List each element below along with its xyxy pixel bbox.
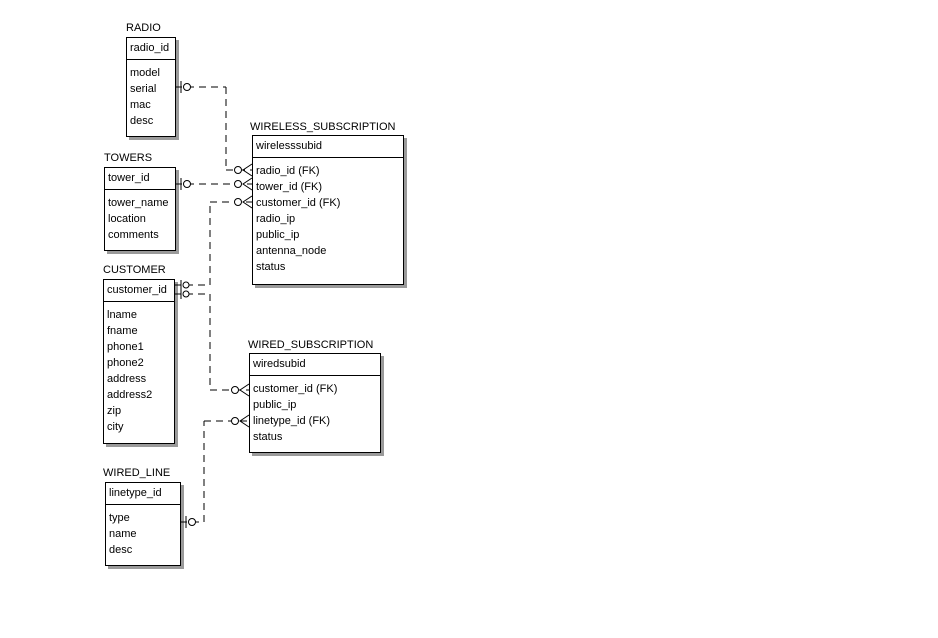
attribute-status: status — [256, 261, 286, 273]
attribute-customer-id-fk: customer_id (FK) — [256, 197, 341, 209]
many-marker — [242, 195, 253, 209]
attribute-radio-id-fk: radio_id (FK) — [256, 165, 320, 177]
pk-section: radio_id — [127, 38, 175, 60]
attribute-location: location — [108, 213, 146, 225]
attribute-lname: lname — [107, 309, 137, 321]
many-marker — [239, 383, 250, 397]
attribute-tower-id-fk: tower_id (FK) — [256, 181, 323, 193]
relationship-customer-wireless — [174, 195, 253, 290]
attribute-type: type — [109, 512, 130, 524]
pk-radio-id: radio_id — [130, 42, 170, 54]
many-marker — [242, 177, 253, 191]
entity-towers[interactable]: tower_id tower_name location comments — [104, 167, 176, 251]
zero-marker — [231, 417, 239, 425]
attribute-desc: desc — [109, 544, 133, 556]
zero-marker — [234, 180, 242, 188]
attribute-address: address — [107, 373, 147, 385]
zero-marker — [183, 180, 191, 188]
zero-marker — [234, 166, 242, 174]
pk-section: linetype_id — [106, 483, 180, 505]
attribute-tower-name: tower_name — [108, 197, 169, 209]
attribute-phone2: phone2 — [107, 357, 144, 369]
entity-wired-line[interactable]: linetype_id type name desc — [105, 482, 181, 566]
relationship-wiredline-wired — [180, 414, 250, 528]
attribute-linetype-id-fk: linetype_id (FK) — [253, 415, 331, 427]
attribute-desc: desc — [130, 115, 154, 127]
relationship-customer-wired — [174, 289, 250, 397]
entity-wireless-subscription-title: WIRELESS_SUBSCRIPTION — [250, 121, 396, 133]
pk-section: wirelesssubid — [253, 136, 403, 158]
attribute-customer-id-fk: customer_id (FK) — [253, 383, 338, 395]
attribute-mac: mac — [130, 99, 151, 111]
relationship-towers-wireless — [175, 177, 253, 191]
attribute-status: status — [253, 431, 283, 443]
pk-wirelesssubid: wirelesssubid — [256, 140, 323, 152]
attribute-phone1: phone1 — [107, 341, 144, 353]
zero-marker — [182, 281, 190, 289]
entity-towers-title: TOWERS — [104, 152, 153, 164]
pk-section: tower_id — [105, 168, 175, 190]
pk-tower-id: tower_id — [108, 172, 150, 184]
zero-marker — [188, 518, 196, 526]
attribute-serial: serial — [130, 83, 157, 95]
attribute-public-ip: public_ip — [253, 399, 297, 411]
attribute-list: customer_id (FK) public_ip linetype_id (… — [250, 376, 380, 448]
attribute-radio-ip: radio_ip — [256, 213, 296, 225]
pk-section: customer_id — [104, 280, 174, 302]
entity-wired-subscription[interactable]: wiredsubid customer_id (FK) public_ip li… — [249, 353, 381, 453]
many-marker — [239, 414, 250, 428]
attribute-address2: address2 — [107, 389, 153, 401]
many-marker — [242, 163, 253, 177]
entity-customer[interactable]: customer_id lname fname phone1 phone2 ad… — [103, 279, 175, 444]
attribute-list: tower_name location comments — [105, 190, 175, 246]
attribute-public-ip: public_ip — [256, 229, 300, 241]
pk-linetype-id: linetype_id — [109, 487, 162, 499]
attribute-list: lname fname phone1 phone2 address addres… — [104, 302, 174, 438]
attribute-list: model serial mac desc — [127, 60, 175, 132]
attribute-model: model — [130, 67, 160, 79]
attribute-fname: fname — [107, 325, 138, 337]
zero-marker — [231, 386, 239, 394]
attribute-zip: zip — [107, 405, 122, 417]
pk-wiredsubid: wiredsubid — [253, 358, 306, 370]
attribute-list: type name desc — [106, 505, 180, 561]
entity-customer-title: CUSTOMER — [103, 264, 166, 276]
relationship-radio-wireless — [175, 81, 253, 177]
zero-marker — [182, 290, 190, 298]
zero-marker — [234, 198, 242, 206]
pk-section: wiredsubid — [250, 354, 380, 376]
attribute-name: name — [109, 528, 137, 540]
attribute-comments: comments — [108, 229, 159, 241]
entity-radio-title: RADIO — [126, 22, 161, 34]
entity-wired-subscription-title: WIRED_SUBSCRIPTION — [248, 339, 374, 351]
pk-customer-id: customer_id — [107, 284, 167, 296]
attribute-city: city — [107, 421, 124, 433]
entity-wired-line-title: WIRED_LINE — [103, 467, 171, 479]
zero-marker — [183, 83, 191, 91]
attribute-antenna-node: antenna_node — [256, 245, 327, 257]
entity-wireless-subscription[interactable]: wirelesssubid radio_id (FK) tower_id (FK… — [252, 135, 404, 285]
attribute-list: radio_id (FK) tower_id (FK) customer_id … — [253, 158, 403, 278]
